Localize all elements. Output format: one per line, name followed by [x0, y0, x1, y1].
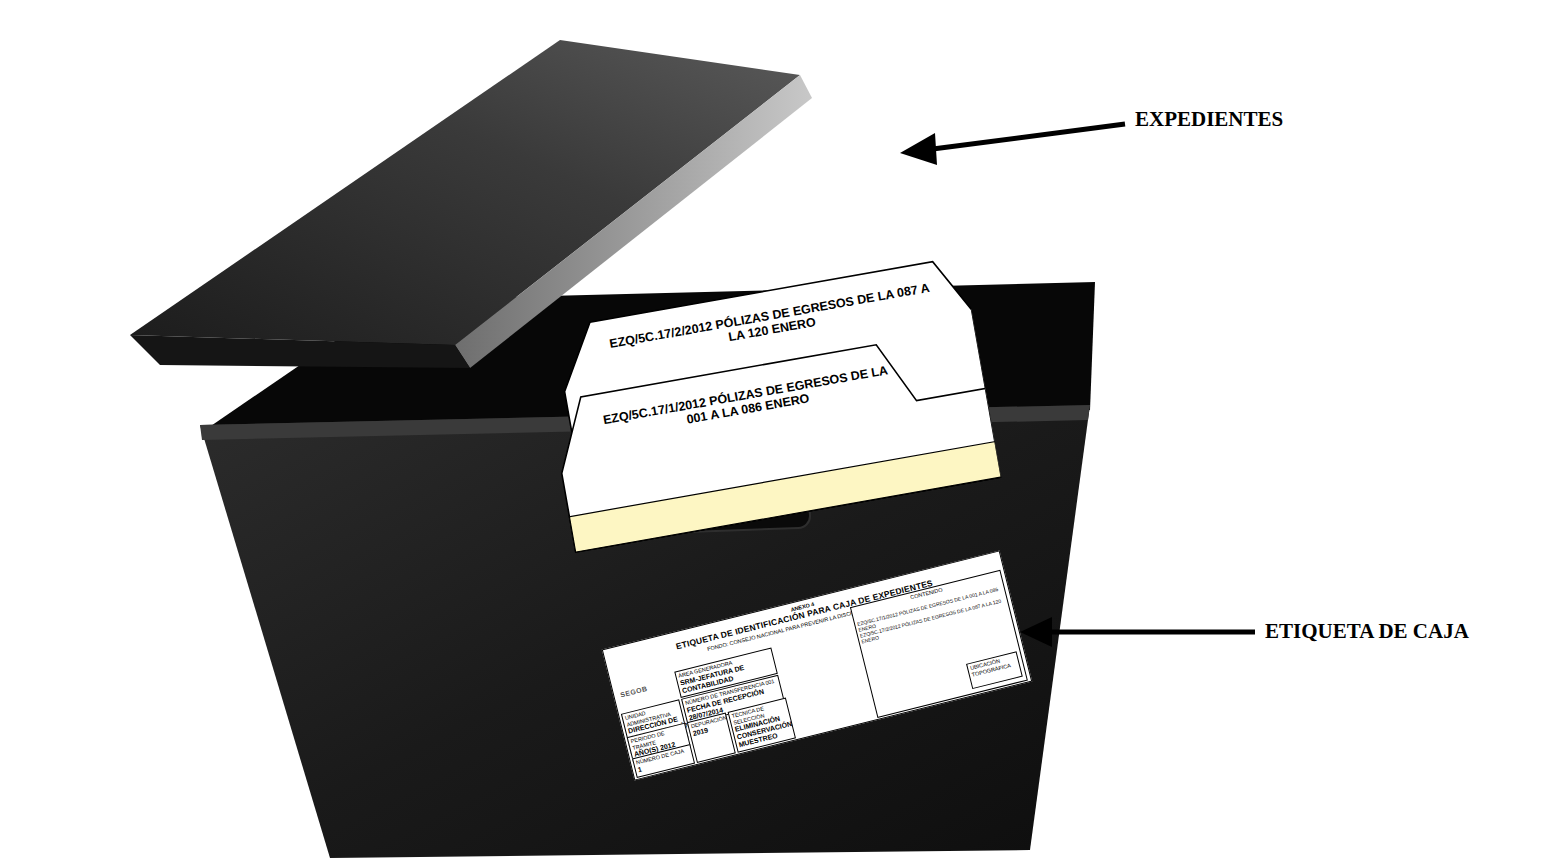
callout-label: ETIQUETA DE CAJA — [1265, 619, 1469, 644]
location-cell: UBICACIÓN TOPOGRÁFICA — [966, 651, 1023, 689]
folder-front — [549, 327, 1001, 552]
node-text: UBICACIÓN TOPOGRÁFICA — [969, 654, 1017, 678]
callout-label: EXPEDIENTES — [1135, 107, 1283, 132]
box-lid — [130, 40, 800, 345]
logo-text: SEGOB — [619, 685, 648, 699]
arrow-head — [1020, 617, 1052, 647]
folder-band — [569, 442, 1001, 552]
leader-line — [925, 124, 1125, 150]
lid-side — [130, 335, 470, 368]
leader-line — [1045, 630, 1255, 635]
label-cell: DEPURACIÓN2019 — [687, 712, 736, 762]
arrow-head — [900, 133, 937, 165]
